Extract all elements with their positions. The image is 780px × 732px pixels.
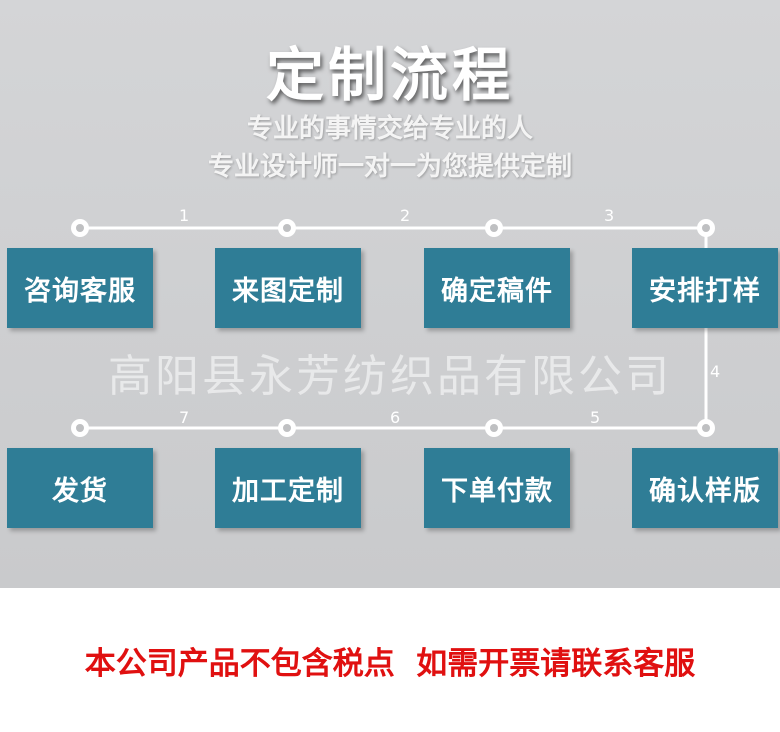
bottom-dots xyxy=(71,419,715,437)
top-dots xyxy=(71,219,715,237)
step-box-confirm-sample: 确认样版 xyxy=(632,448,778,528)
page-title: 定制流程 xyxy=(265,41,514,109)
step-box-consult: 咨询客服 xyxy=(7,248,153,328)
step-box-send-design: 来图定制 xyxy=(215,248,361,328)
step-number-4: 4 xyxy=(710,362,721,381)
subtitle-line-2: 专业设计师一对一为您提供定制 xyxy=(207,152,572,182)
company-watermark: 高阳县永芳纺织品有限公司 xyxy=(108,351,672,402)
step-number-5: 5 xyxy=(590,408,601,427)
flow-connector-lines xyxy=(71,219,715,437)
step-number-6: 6 xyxy=(390,408,401,427)
step-number-7: 7 xyxy=(179,408,190,427)
subtitle-line-1: 专业的事情交给专业的人 xyxy=(246,114,533,144)
step-box-arrange-sample: 安排打样 xyxy=(632,248,778,328)
step-number-1: 1 xyxy=(179,206,190,225)
step-number-2: 2 xyxy=(400,206,411,225)
step-box-confirm-draft: 确定稿件 xyxy=(424,248,570,328)
tax-notice: 本公司产品不包含税点 如需开票请联系客服 xyxy=(84,646,696,682)
step-box-processing: 加工定制 xyxy=(215,448,361,528)
step-number-3: 3 xyxy=(604,206,615,225)
step-box-ship: 发货 xyxy=(7,448,153,528)
step-box-order-pay: 下单付款 xyxy=(424,448,570,528)
